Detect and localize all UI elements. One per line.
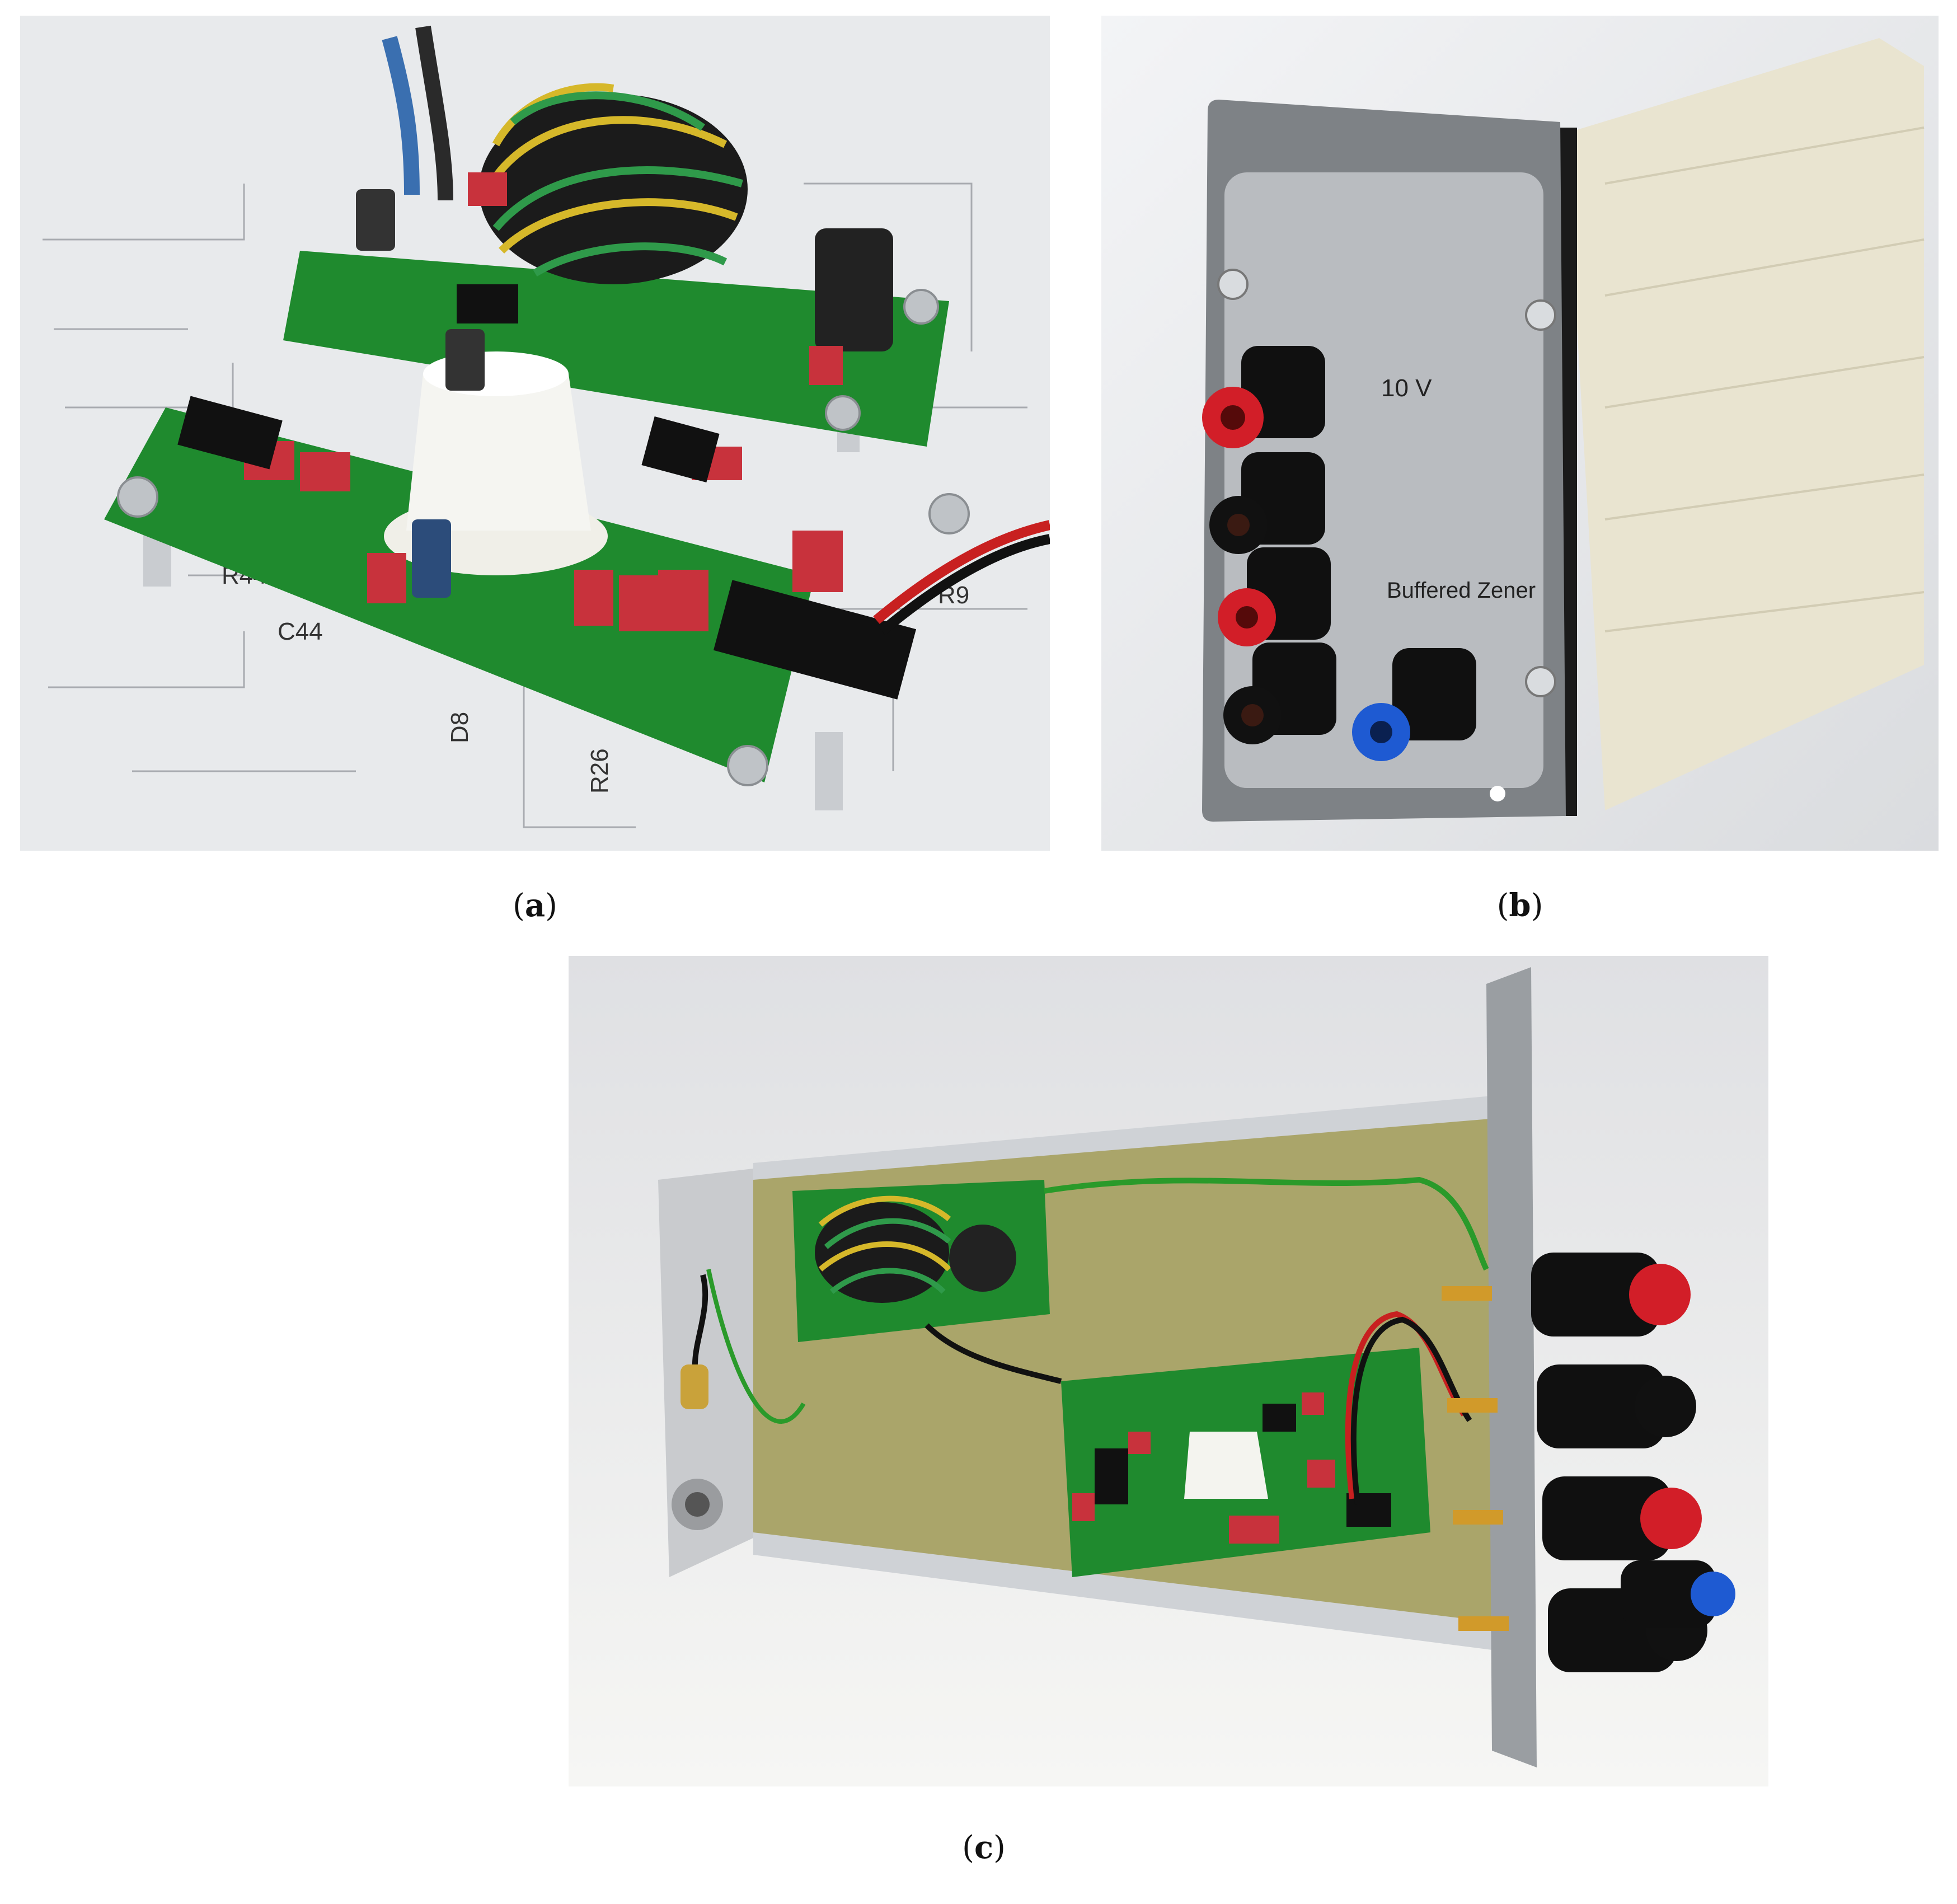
bottom-rail — [753, 1532, 1492, 1650]
caption-b: (b) — [1496, 887, 1543, 924]
caption-c: (c) — [962, 1829, 1006, 1866]
top-rail — [753, 1096, 1498, 1180]
photo-panel-a: R44 C44 R9 D8 R26 — [20, 16, 1050, 851]
binding-posts — [1202, 346, 1476, 761]
schematic-label-r26: R26 — [586, 748, 613, 794]
label-buffered-zener: Buffered Zener — [1387, 578, 1536, 603]
toroid-windings-green — [492, 91, 743, 277]
rear-pcb — [283, 251, 949, 447]
photo-a-image: R44 C44 R9 D8 R26 — [20, 16, 1050, 851]
photo-c-image — [569, 956, 1768, 1786]
front-panel-side — [1486, 967, 1537, 1767]
caption-a: (a) — [512, 887, 557, 924]
toroid-core — [479, 94, 748, 284]
label-10v: 10 V — [1381, 374, 1432, 402]
front-binding-posts — [1531, 1253, 1735, 1672]
screws — [117, 289, 970, 786]
schematic-label-c44: C44 — [278, 618, 323, 645]
photo-b-image: 10 V Buffered Zener — [1101, 16, 1939, 851]
oven-cap-c — [1184, 1432, 1268, 1499]
panel-led — [1490, 786, 1505, 801]
photo-panel-c — [569, 956, 1768, 1786]
oven-cap — [406, 374, 591, 531]
inductor — [815, 228, 893, 351]
electrolytic-caps — [356, 189, 485, 598]
enclosure-body — [1566, 38, 1924, 810]
rear-jack — [681, 1364, 708, 1409]
panel-screws — [1217, 269, 1556, 697]
enclosure-ribs — [1604, 126, 1925, 632]
ics — [177, 284, 917, 700]
toroid-windings-yellow — [481, 83, 738, 254]
photo-panel-b: 10 V Buffered Zener — [1101, 16, 1939, 851]
schematic-label-d8: D8 — [446, 712, 473, 743]
front-pcb — [104, 407, 815, 782]
